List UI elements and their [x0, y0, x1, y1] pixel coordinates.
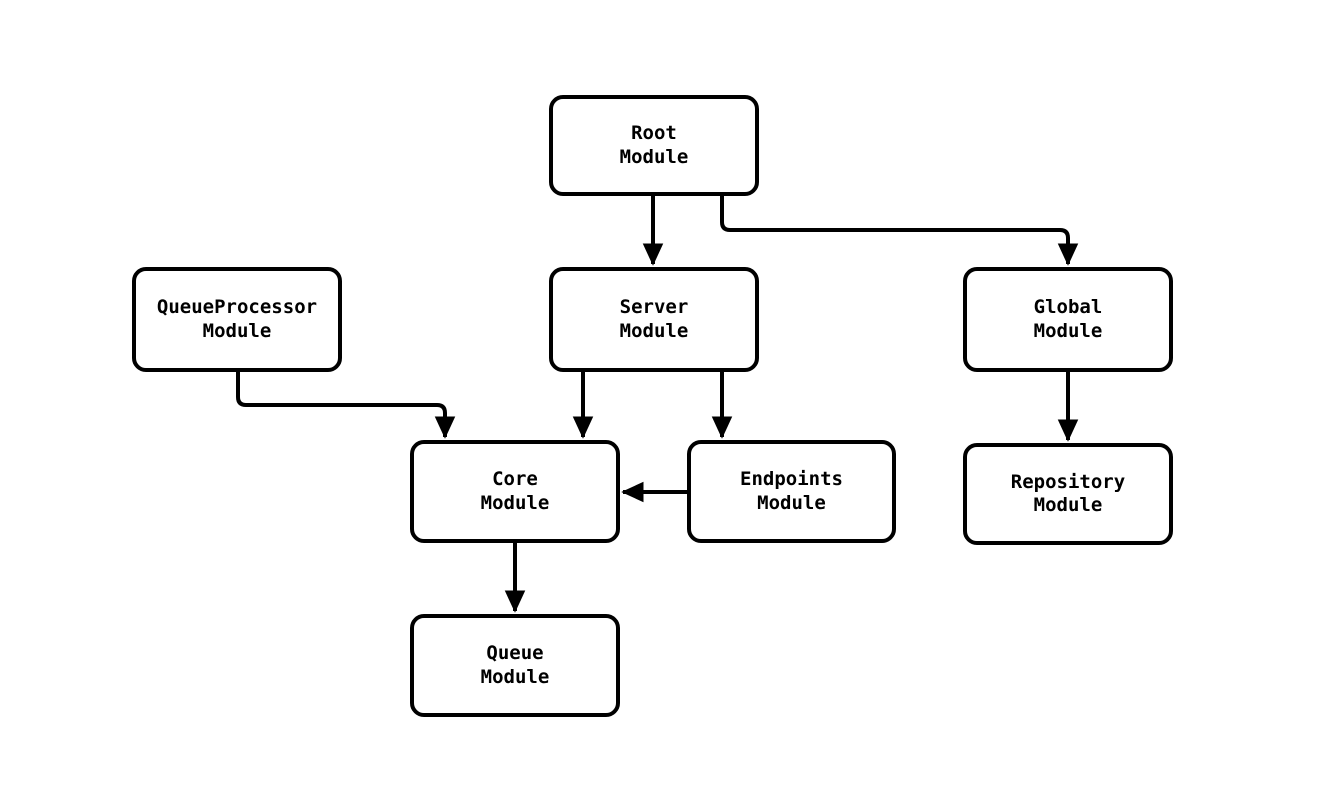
node-endpoints-sublabel: Module — [757, 491, 826, 514]
node-root-sublabel: Module — [619, 145, 689, 168]
node-core[interactable]: Core Module — [410, 440, 620, 543]
node-endpoints-label: Endpoints — [740, 468, 843, 491]
edge-root-global — [720, 196, 1079, 266]
node-global[interactable]: Global Module — [963, 267, 1173, 372]
edge-queueprocessor-core — [236, 372, 456, 439]
node-repository[interactable]: Repository Module — [963, 443, 1173, 545]
node-root[interactable]: Root Module — [549, 95, 759, 196]
node-server-label: Server — [619, 296, 689, 319]
node-root-label: Root — [631, 122, 677, 145]
node-queueprocessor[interactable]: QueueProcessor Module — [132, 267, 342, 372]
node-server-sublabel: Module — [619, 319, 689, 342]
node-queueprocessor-sublabel: Module — [202, 319, 272, 342]
node-repository-sublabel: Module — [1033, 494, 1103, 516]
node-repository-label: Repository — [1010, 470, 1126, 493]
node-queue-sublabel: Module — [480, 665, 550, 688]
node-queue-label: Queue — [486, 642, 544, 665]
node-server[interactable]: Server Module — [549, 267, 759, 372]
node-global-sublabel: Module — [1033, 319, 1103, 342]
node-core-sublabel: Module — [480, 491, 550, 514]
node-global-label: Global — [1033, 296, 1103, 319]
node-core-label: Core — [492, 468, 538, 491]
node-queueprocessor-label: QueueProcessor — [156, 296, 318, 319]
node-queue[interactable]: Queue Module — [410, 614, 620, 717]
node-endpoints[interactable]: Endpoints Module — [687, 440, 896, 543]
